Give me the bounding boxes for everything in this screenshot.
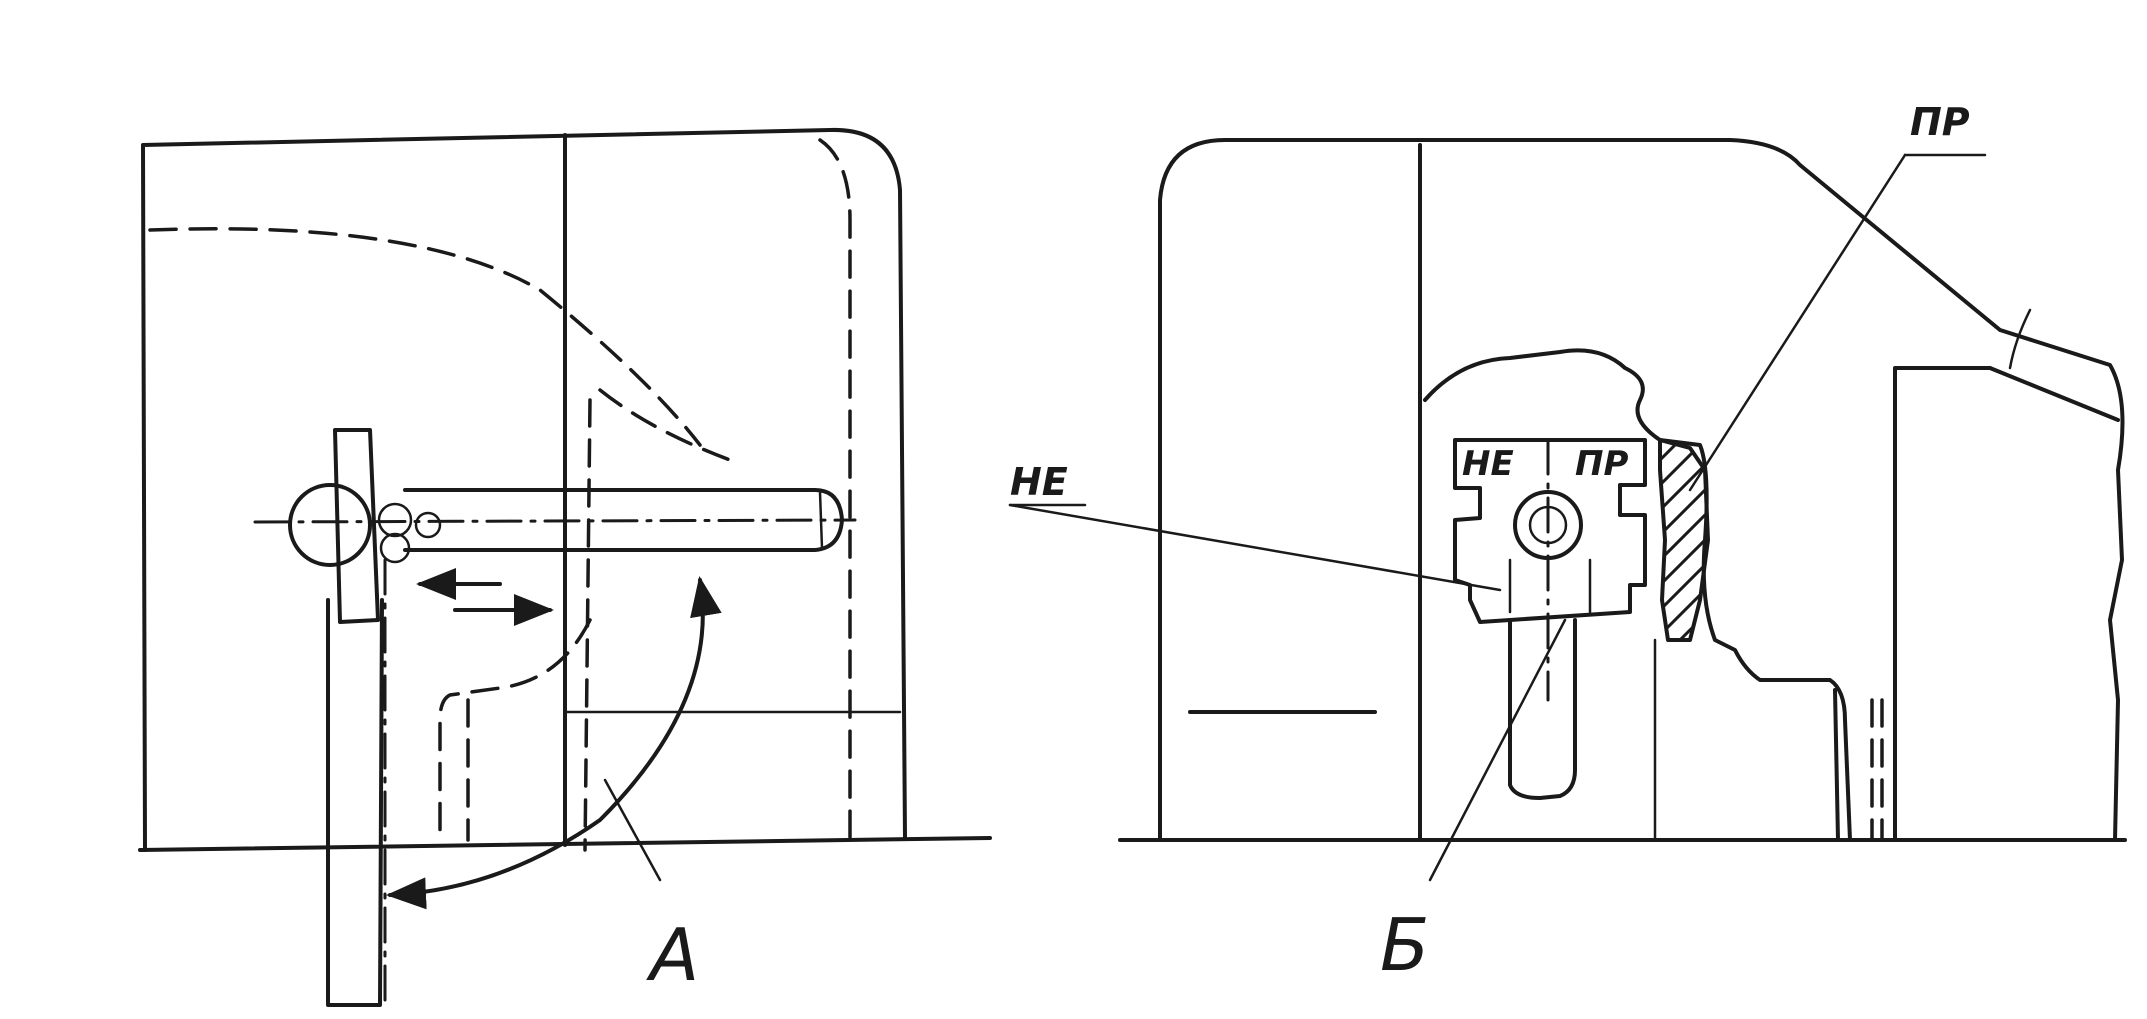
left-view-label: А — [646, 913, 699, 997]
right-view — [1008, 138, 2127, 882]
left-dashed-curve — [148, 227, 702, 447]
left-view — [138, 127, 992, 1007]
right-view-label: Б — [1380, 903, 1429, 987]
right-leader-pr — [1688, 153, 1907, 492]
left-knob — [288, 483, 372, 567]
left-lever — [333, 428, 380, 624]
left-center-line — [253, 518, 857, 524]
left-knob-hub — [377, 502, 413, 538]
left-body-outline — [141, 127, 907, 852]
callout-pr-label: ПР — [1910, 100, 1970, 144]
right-inner-block — [1893, 366, 1992, 842]
right-leader-ne — [1008, 503, 1502, 592]
left-dashed-edge — [818, 138, 852, 842]
callout-ne-label: НЕ — [1010, 460, 1068, 504]
left-dashed-curve-2 — [598, 388, 732, 462]
left-knob-hub-2 — [379, 532, 411, 564]
gauge-pr-marking: ПР — [1575, 444, 1628, 484]
right-leader-b — [1428, 618, 1567, 882]
right-gauge-body — [1453, 438, 1647, 624]
right-body-outline — [1158, 138, 2125, 842]
right-post — [1508, 618, 1577, 800]
right-post-2 — [1833, 688, 1840, 842]
left-leader-line — [603, 778, 662, 882]
left-knob-hub-3 — [414, 511, 442, 539]
gauge-ne-marking: НЕ — [1462, 444, 1514, 484]
right-chamfer-arc — [2008, 308, 2032, 370]
right-chamfer-line — [1988, 366, 2120, 422]
right-hatched-outline — [1658, 438, 1710, 642]
left-dashed-step — [438, 618, 592, 842]
left-lever-stem — [326, 598, 384, 1007]
right-cutout — [1423, 348, 1852, 842]
left-rotation-arrow — [386, 576, 722, 910]
